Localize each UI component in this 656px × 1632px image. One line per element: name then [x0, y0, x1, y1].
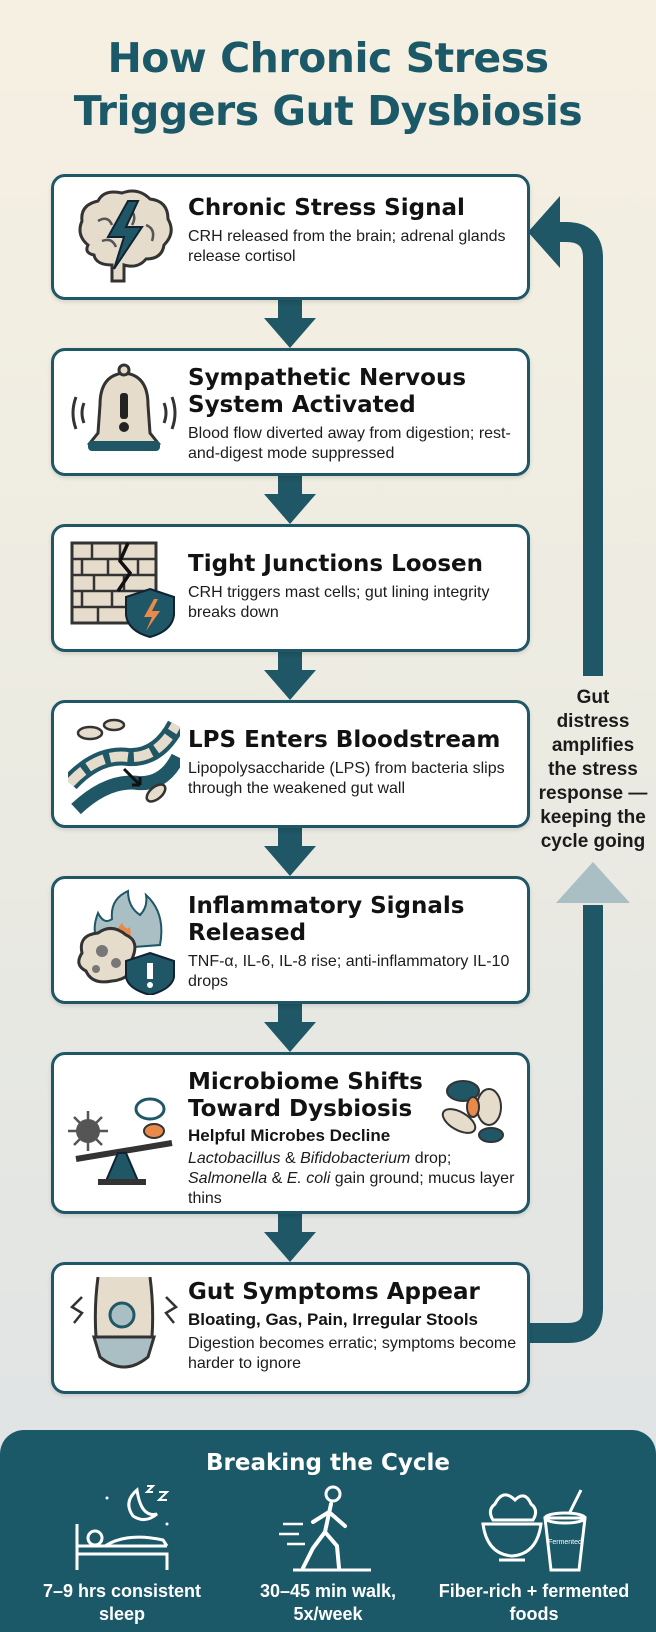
step-description: Lactobacillus & Bifidobacterium drop; Sa…: [188, 1150, 515, 1207]
tip-walk: 30–45 min walk, 5x/week: [228, 1484, 428, 1626]
down-arrow-5: [264, 1002, 316, 1052]
down-arrow-1: [264, 298, 316, 348]
step-title: Inflammatory Signals Released: [188, 893, 465, 946]
step-card-tight-junctions: Tight Junctions Loosen CRH triggers mast…: [51, 524, 530, 652]
step-card-dysbiosis: Microbiome Shifts Toward Dysbiosis Helpf…: [51, 1052, 530, 1214]
alarm-bell-icon: [68, 361, 180, 465]
step-title: LPS Enters Bloodstream: [188, 727, 501, 753]
step-description: Digestion becomes erratic; symptoms beco…: [188, 1335, 517, 1372]
loop-arrow-upper-segment: [555, 222, 603, 676]
step-card-inflammatory: Inflammatory Signals Released TNF-α, IL-…: [51, 876, 530, 1004]
brain-lightning-icon: [68, 185, 180, 291]
tip-label: 30–45 min walk, 5x/week: [259, 1581, 397, 1624]
yogurt-jar-label: Fermented: [548, 1539, 582, 1546]
loop-arrow-top-head: [528, 196, 560, 268]
step-subtitle: Bloating, Gas, Pain, Irregular Stools: [188, 1310, 479, 1329]
page-title: How Chronic Stress Triggers Gut Dysbiosi…: [0, 32, 656, 138]
tip-sleep: 7–9 hrs consistent sleep: [22, 1484, 222, 1626]
inflamed-cell-shield-icon: [68, 889, 180, 997]
step-description: Lipopolysaccharide (LPS) from bacteria s…: [188, 760, 505, 797]
loop-caption: Gut distress amplifies the stress respon…: [538, 687, 648, 852]
panel-title: Breaking the Cycle: [206, 1450, 450, 1476]
step-description: Blood flow diverted away from digestion;…: [188, 425, 511, 462]
seesaw-microbes-icon: [68, 1081, 180, 1191]
down-arrow-2: [264, 474, 316, 524]
step-title: Microbiome Shifts Toward Dysbiosis: [188, 1069, 423, 1122]
walking-person-icon: [279, 1485, 371, 1572]
title-line-1: How Chronic Stress: [107, 34, 549, 82]
step-title: Chronic Stress Signal: [188, 195, 465, 221]
title-line-2: Triggers Gut Dysbiosis: [73, 87, 583, 135]
down-arrow-3: [264, 650, 316, 700]
breaking-the-cycle-panel: Breaking the Cycle 7–9 hrs consistent sl…: [0, 1430, 656, 1632]
salad-yogurt-icon: Fermented: [481, 1489, 587, 1572]
bacteria-gut-wall-icon: [63, 713, 185, 817]
step-card-gut-symptoms: Gut Symptoms Appear Bloating, Gas, Pain,…: [51, 1262, 530, 1394]
down-arrow-4: [264, 826, 316, 876]
bacteria-cluster-icon: [433, 1069, 513, 1149]
sleep-bed-moon-icon: [75, 1485, 170, 1570]
tip-food: Fermented Fiber-rich + fermented foods: [434, 1484, 634, 1626]
loop-arrow-middle-head: [556, 862, 630, 903]
step-title: Gut Symptoms Appear: [188, 1279, 480, 1305]
cracked-wall-shield-icon: [68, 539, 180, 639]
tip-label: 7–9 hrs consistent sleep: [42, 1581, 202, 1624]
loop-arrow-lower-segment: [530, 905, 603, 1343]
abdomen-distress-icon: [68, 1276, 180, 1381]
tip-label: Fiber-rich + fermented foods: [438, 1581, 630, 1624]
step-description: TNF-α, IL-6, IL-8 rise; anti-inflammator…: [188, 953, 510, 990]
step-description: CRH triggers mast cells; gut lining inte…: [188, 584, 490, 621]
step-card-lps: LPS Enters Bloodstream Lipopolysaccharid…: [51, 700, 530, 828]
step-title: Tight Junctions Loosen: [188, 551, 484, 577]
feedback-loop-arrow: [528, 196, 630, 1343]
step-card-sympathetic: Sympathetic Nervous System Activated Blo…: [51, 348, 530, 476]
step-subtitle: Helpful Microbes Decline: [188, 1126, 391, 1145]
step-description: CRH released from the brain; adrenal gla…: [188, 228, 506, 265]
step-card-stress-signal: Chronic Stress Signal CRH released from …: [51, 174, 530, 300]
step-title: Sympathetic Nervous System Activated: [188, 365, 467, 418]
down-arrow-6: [264, 1212, 316, 1262]
